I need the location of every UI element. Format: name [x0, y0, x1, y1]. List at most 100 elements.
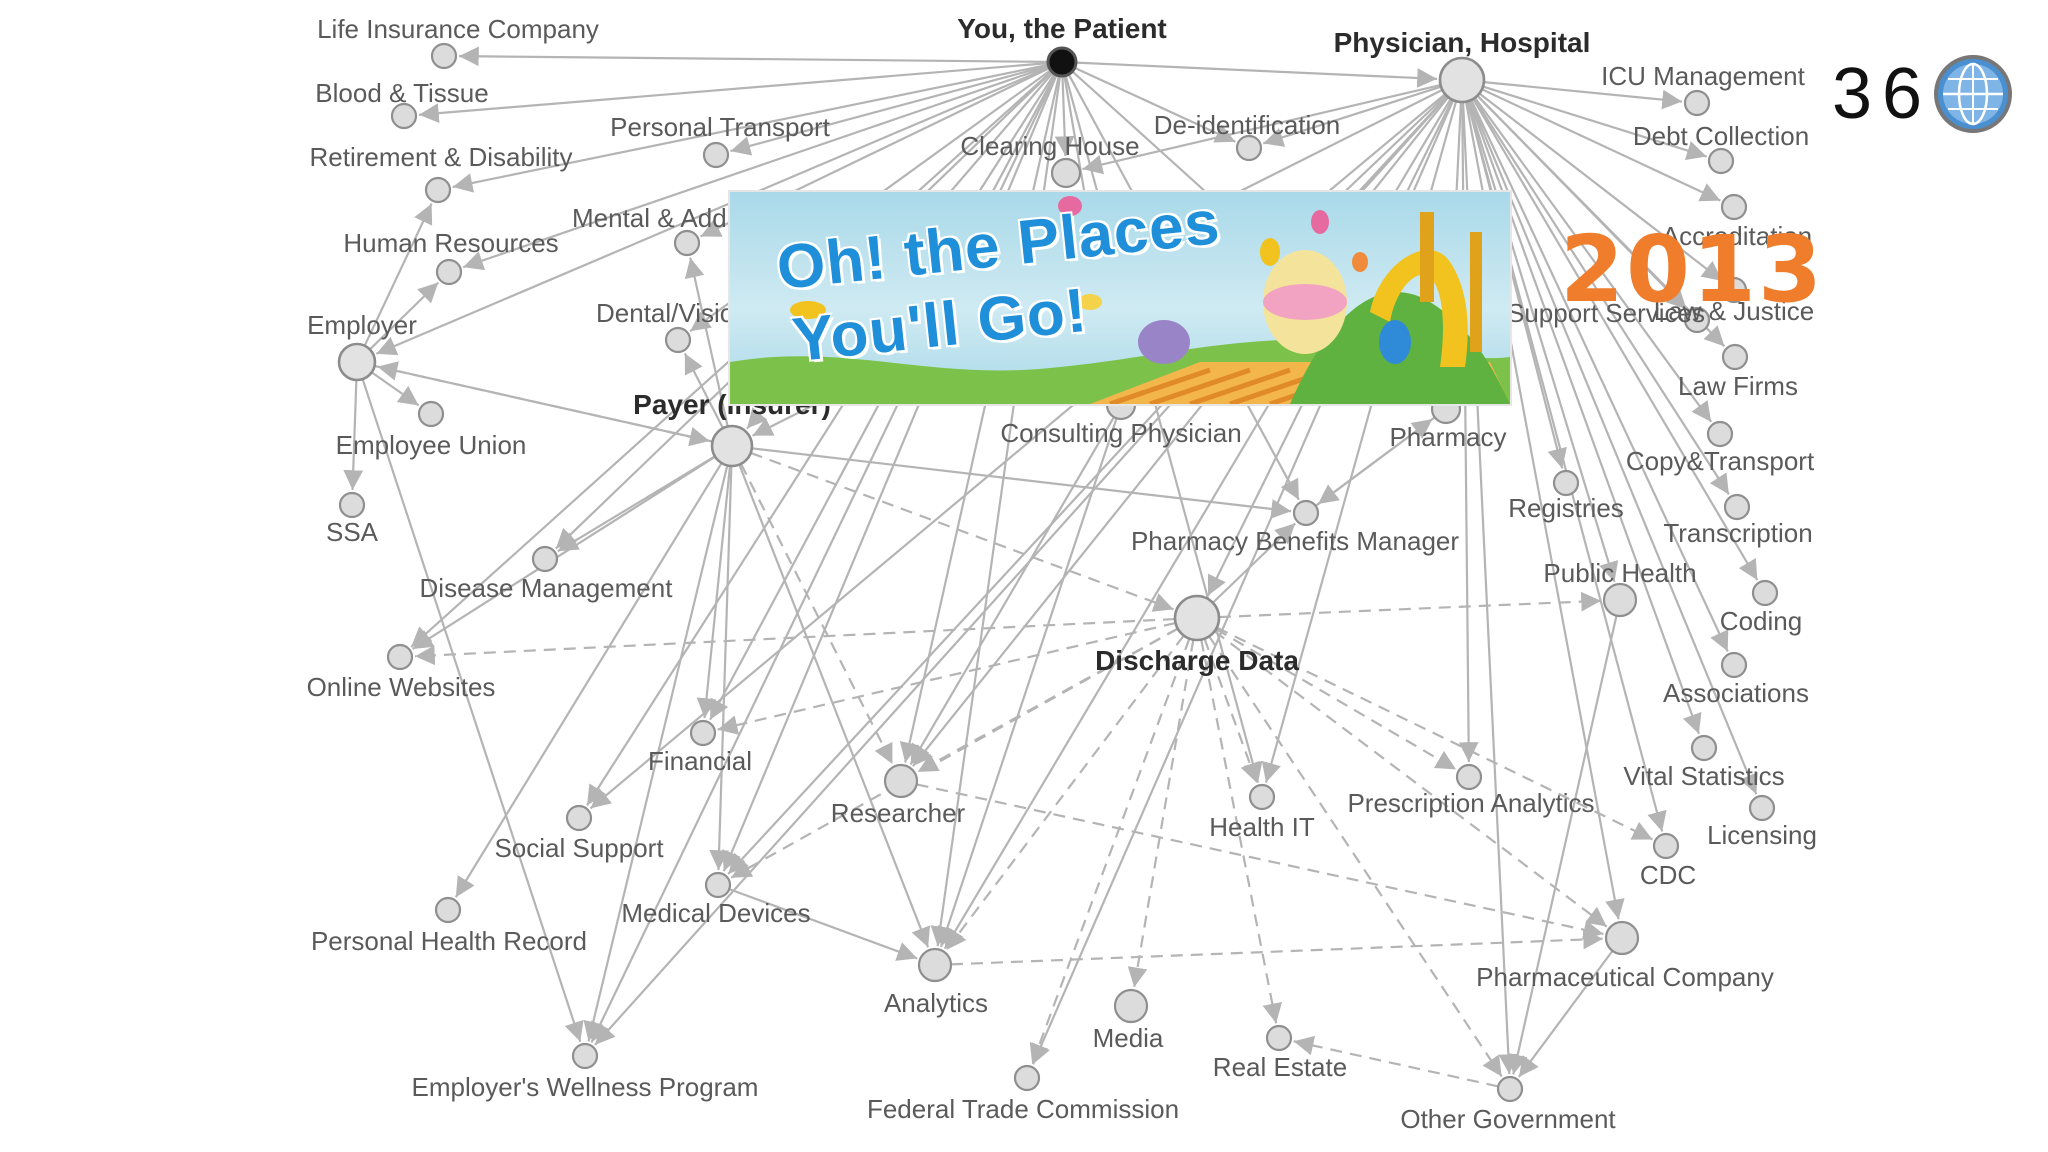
- node-law-firms: [1723, 345, 1747, 369]
- node-media: [1115, 990, 1147, 1022]
- oh-the-places-banner: Oh! the Places You'll Go!: [728, 190, 1512, 406]
- node-label-human-res: Human Resources: [343, 228, 558, 258]
- node-ftc: [1015, 1066, 1039, 1090]
- node-rx-analytics: [1457, 765, 1481, 789]
- node-label-ssa: SSA: [326, 517, 379, 547]
- node-label-pbm: Pharmacy Benefits Manager: [1131, 526, 1459, 556]
- node-label-public-health: Public Health: [1543, 558, 1696, 588]
- node-label-employer: Employer: [307, 310, 417, 340]
- node-label-icu: ICU Management: [1601, 61, 1806, 91]
- node-social: [567, 806, 591, 830]
- node-label-online: Online Websites: [307, 672, 496, 702]
- node-label-clearing: Clearing House: [960, 131, 1139, 161]
- node-online: [388, 645, 412, 669]
- node-label-patient: You, the Patient: [957, 13, 1167, 44]
- node-employer: [339, 344, 375, 380]
- node-label-transcription: Transcription: [1663, 518, 1812, 548]
- node-transcription: [1725, 495, 1749, 519]
- node-label-researcher: Researcher: [831, 798, 966, 828]
- node-label-licensing: Licensing: [1707, 820, 1817, 850]
- edge-employer-to-emp_union: [372, 372, 419, 405]
- node-personal-transport: [704, 143, 728, 167]
- node-label-deident: De-identification: [1154, 110, 1340, 140]
- edge-patient-to-physician: [1076, 63, 1437, 79]
- node-researcher: [885, 765, 917, 797]
- node-cdc: [1654, 834, 1678, 858]
- node-clearing: [1052, 159, 1080, 187]
- node-label-health-it: Health IT: [1209, 812, 1315, 842]
- node-phr: [436, 898, 460, 922]
- node-mental: [675, 231, 699, 255]
- node-discharge: [1175, 596, 1219, 640]
- edge-consulting-to-analytics: [941, 418, 1117, 947]
- node-pbm: [1294, 501, 1318, 525]
- node-label-rx-analytics: Prescription Analytics: [1347, 788, 1594, 818]
- node-human-res: [437, 260, 461, 284]
- edge-patient-to-social: [587, 74, 1054, 806]
- edge-discharge-to-online: [415, 619, 1175, 656]
- edge-discharge-to-ftc: [1032, 639, 1189, 1064]
- node-label-emp-union: Employee Union: [336, 430, 527, 460]
- node-other-gov: [1498, 1077, 1522, 1101]
- edge-patient-to-life_ins: [459, 56, 1048, 62]
- globe-icon: [1932, 53, 2014, 135]
- node-label-social: Social Support: [494, 833, 664, 863]
- node-label-medical-dev: Medical Devices: [621, 898, 810, 928]
- node-vital: [1692, 736, 1716, 760]
- node-debt: [1709, 149, 1733, 173]
- node-copy: [1708, 422, 1732, 446]
- node-dental: [666, 328, 690, 352]
- year-label: 2013: [1560, 216, 1824, 323]
- node-label-coding: Coding: [1720, 606, 1802, 636]
- node-label-pharma: Pharmaceutical Company: [1476, 962, 1774, 992]
- node-label-cdc: CDC: [1640, 860, 1696, 890]
- node-label-debt: Debt Collection: [1633, 121, 1809, 151]
- node-analytics: [919, 949, 951, 981]
- node-label-financial: Financial: [648, 746, 752, 776]
- node-label-phr: Personal Health Record: [311, 926, 587, 956]
- node-ssa: [340, 493, 364, 517]
- edge-analytics-to-pharma: [951, 939, 1603, 965]
- node-label-dental: Dental/Vision: [596, 298, 749, 328]
- node-label-ftc: Federal Trade Commission: [867, 1094, 1179, 1124]
- node-life-ins: [432, 44, 456, 68]
- node-registries: [1554, 471, 1578, 495]
- node-label-real-estate: Real Estate: [1213, 1052, 1347, 1082]
- node-label-physician: Physician, Hospital: [1334, 27, 1591, 58]
- node-emp-union: [419, 402, 443, 426]
- node-label-retirement: Retirement & Disability: [310, 142, 573, 172]
- node-retirement: [426, 178, 450, 202]
- edge-payer-to-discharge: [751, 453, 1174, 609]
- node-label-copy: Copy&Transport: [1626, 446, 1815, 476]
- node-label-other-gov: Other Government: [1400, 1104, 1616, 1134]
- node-physician: [1440, 58, 1484, 102]
- node-label-associations: Associations: [1663, 678, 1809, 708]
- node-label-analytics: Analytics: [884, 988, 988, 1018]
- edge-payer-to-pbm: [752, 448, 1291, 511]
- node-disease-mgmt: [533, 547, 557, 571]
- node-associations: [1722, 653, 1746, 677]
- node-real-estate: [1267, 1026, 1291, 1050]
- node-label-pharmacy: Pharmacy: [1389, 422, 1506, 452]
- node-payer: [712, 426, 752, 466]
- node-pharma: [1606, 922, 1638, 954]
- node-label-blood: Blood & Tissue: [315, 78, 488, 108]
- edge-payer-to-online: [413, 457, 715, 649]
- node-coding: [1753, 581, 1777, 605]
- edge-public_health-to-other_gov: [1513, 616, 1616, 1075]
- node-icu: [1685, 91, 1709, 115]
- logo-text: 36: [1832, 53, 1932, 135]
- edge-consulting-to-researcher: [911, 417, 1114, 765]
- node-financial: [691, 721, 715, 745]
- node-licensing: [1750, 796, 1774, 820]
- node-label-personal-transport: Personal Transport: [610, 112, 830, 142]
- node-label-registries: Registries: [1508, 493, 1624, 523]
- node-label-wellness: Employer's Wellness Program: [412, 1072, 759, 1102]
- node-health-it: [1250, 785, 1274, 809]
- node-patient: [1048, 48, 1076, 76]
- edge-discharge-to-other_gov: [1209, 636, 1502, 1076]
- node-label-law-firms: Law Firms: [1678, 371, 1798, 401]
- node-label-media: Media: [1093, 1023, 1164, 1053]
- node-label-life-ins: Life Insurance Company: [317, 14, 599, 44]
